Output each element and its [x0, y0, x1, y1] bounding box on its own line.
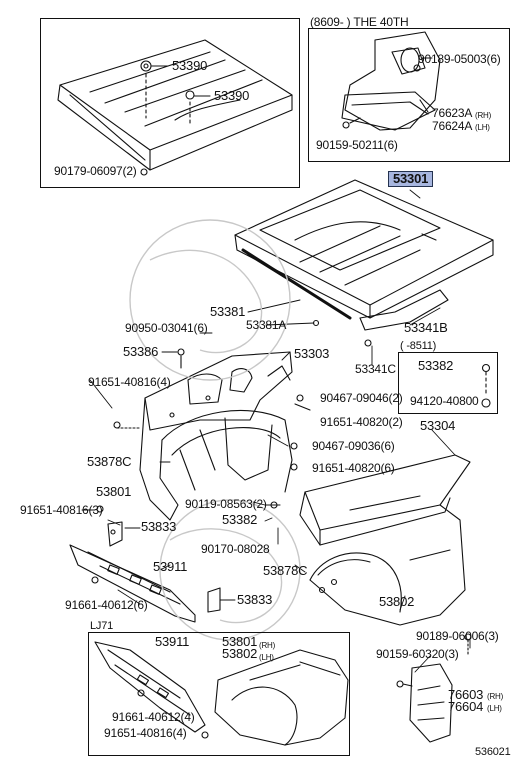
side-label: (RH)	[487, 692, 504, 701]
part-label[interactable]: 53304	[420, 418, 456, 433]
part-label[interactable]: 53386	[123, 344, 159, 359]
part-label[interactable]: 91651-40816(4)	[104, 726, 187, 740]
side-label: (LH)	[259, 653, 274, 662]
inset-frame-hood	[40, 18, 300, 188]
part-label[interactable]: 53801	[222, 634, 258, 649]
part-label[interactable]: 53833	[237, 592, 273, 607]
leader-lines	[81, 189, 471, 673]
hood-panel-drawing	[234, 179, 494, 347]
side-label: (RH)	[475, 111, 492, 120]
inset-frame-lock	[398, 352, 498, 414]
part-label[interactable]: 53878C	[263, 563, 308, 578]
part-label[interactable]: 53381	[210, 304, 246, 319]
part-label[interactable]: 76603	[448, 687, 484, 702]
inset-note-top-right: (8609- ) THE 40TH	[310, 15, 409, 29]
side-label: (LH)	[475, 123, 490, 132]
part-label[interactable]: 90189-05003(6)	[418, 52, 501, 66]
figure-code: 536021	[475, 746, 511, 758]
part-label[interactable]: 53878C	[87, 454, 132, 469]
side-label: (RH)	[259, 641, 276, 650]
part-label[interactable]: 91651-40820(6)	[312, 461, 395, 475]
part-label[interactable]: 91651-40816(3)	[20, 503, 103, 517]
part-label[interactable]: 90159-50211(6)	[316, 138, 398, 152]
part-label[interactable]: 90159-60320(3)	[376, 647, 459, 661]
part-label[interactable]: 91651-40816(4)	[88, 375, 171, 389]
part-label[interactable]: 53833	[141, 519, 177, 534]
part-label[interactable]: 91661-40612(6)	[65, 598, 148, 612]
inset-note-bottom: LJ71	[90, 620, 114, 632]
part-label[interactable]: 53911	[153, 559, 188, 574]
part-label[interactable]: 53390	[214, 88, 250, 103]
inset-hood-drawing	[57, 39, 293, 176]
part-label[interactable]: 53801	[96, 484, 132, 499]
part-label[interactable]: 94120-40800	[410, 394, 479, 408]
part-label[interactable]: 90467-09036(6)	[312, 439, 395, 453]
side-label: (LH)	[487, 704, 502, 713]
part-label[interactable]: 91651-40820(2)	[320, 415, 403, 429]
grille-support-drawing	[69, 505, 221, 623]
part-label[interactable]: 53381A	[246, 318, 287, 332]
part-label[interactable]: 53911	[155, 634, 190, 649]
cowl-apron-drawing	[113, 348, 311, 521]
part-label[interactable]: 90467-09046(2)	[320, 391, 403, 405]
part-label[interactable]: 53802	[379, 594, 415, 609]
inset-lj71-drawing	[94, 641, 453, 746]
part-label[interactable]: 53382	[418, 358, 454, 373]
watermark	[129, 219, 301, 641]
part-label[interactable]: 90189-06006(3)	[416, 629, 499, 643]
part-label[interactable]: 53303	[294, 346, 330, 361]
inset-frame-bracket	[308, 28, 510, 162]
inset-frame-lj71	[88, 632, 350, 756]
part-label[interactable]: 91661-40612(4)	[112, 710, 195, 724]
part-label[interactable]: 90170-08028	[201, 542, 270, 556]
part-label[interactable]: 53802	[222, 646, 258, 661]
part-label[interactable]: 53382	[222, 512, 258, 527]
part-label[interactable]: 76604	[448, 699, 484, 714]
part-label[interactable]: 53341C	[355, 362, 396, 376]
part-label[interactable]: 76624A	[432, 119, 473, 133]
part-label[interactable]: 53341B	[404, 320, 448, 335]
inset-lock-drawing	[481, 363, 491, 408]
part-label[interactable]: 90179-06097(2)	[54, 164, 137, 178]
part-label[interactable]: 53390	[172, 58, 208, 73]
highlighted-part-number[interactable]: 53301	[388, 171, 434, 187]
part-label[interactable]: 76623A	[432, 106, 473, 120]
inset-bracket-drawing	[341, 31, 441, 131]
inset-note-mid-right: ( -8511)	[400, 340, 437, 352]
part-label[interactable]: 90950-03041(6)	[125, 321, 208, 335]
front-fender-drawing	[299, 454, 472, 656]
part-label[interactable]: 90119-08563(2)	[185, 497, 267, 511]
